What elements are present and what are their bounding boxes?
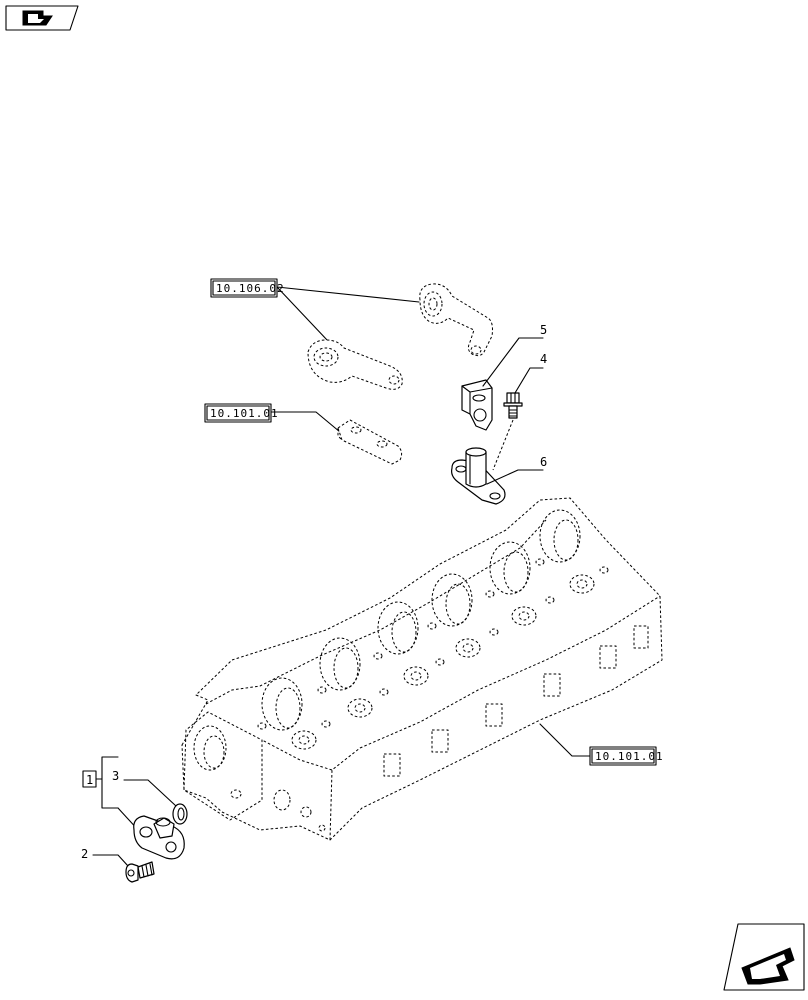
leader-line: [539, 723, 591, 757]
rocker-support-bracket: [461, 379, 493, 431]
leader-line: [276, 286, 420, 303]
callout-6: 6: [540, 455, 547, 469]
valve-cup: [539, 509, 581, 563]
valve-cup: [377, 601, 419, 655]
leader-line: [276, 286, 329, 342]
rocker-shaft: [451, 447, 506, 505]
flange-plate: [133, 815, 185, 860]
leader-line: [514, 367, 544, 394]
callout-4: 4: [540, 352, 547, 366]
rocker-arm-lower: [307, 339, 403, 390]
valve-cup: [319, 637, 361, 691]
valve-cup: [489, 541, 531, 595]
leader-line: [270, 411, 341, 433]
flange-bolt: [503, 392, 523, 419]
callout-2: 2: [81, 847, 88, 861]
kit-bracket: [95, 756, 119, 809]
leader-line: [482, 337, 544, 387]
leader-line: [486, 469, 544, 485]
valve-cup: [261, 677, 303, 731]
rocker-arm-upper: [419, 283, 493, 357]
side-ports: [383, 625, 649, 777]
callout-5: 5: [540, 323, 547, 337]
valve-cup: [431, 573, 473, 627]
reference-label-cylinder-head: 10.101.01: [595, 750, 664, 763]
next-page-icon[interactable]: [723, 923, 805, 991]
leader-line: [92, 854, 129, 867]
reference-label-rocker-arms: 10.106.02: [216, 282, 285, 295]
socket-head-screw: [125, 861, 155, 883]
reference-box-tappet[interactable]: 10.101.01: [204, 403, 279, 423]
assembly-axis: [492, 419, 514, 471]
reference-box-cylinder-head[interactable]: 10.101.01: [589, 746, 664, 766]
reference-box-rocker-arms[interactable]: 10.106.02: [210, 278, 285, 298]
head-bolt-holes: [257, 558, 609, 730]
end-face-holes: [230, 789, 326, 832]
valve-bridge: [337, 419, 403, 465]
previous-page-icon[interactable]: [5, 5, 79, 31]
kit-reference-box: 1: [82, 770, 97, 788]
o-ring-seal: [172, 803, 188, 825]
callout-3: 3: [112, 769, 119, 783]
leader-line: [123, 779, 177, 807]
reference-label-tappet: 10.101.01: [210, 407, 279, 420]
kit-label: 1: [86, 773, 93, 787]
cylinder-head: [181, 497, 663, 841]
injector-boss: [291, 574, 595, 750]
